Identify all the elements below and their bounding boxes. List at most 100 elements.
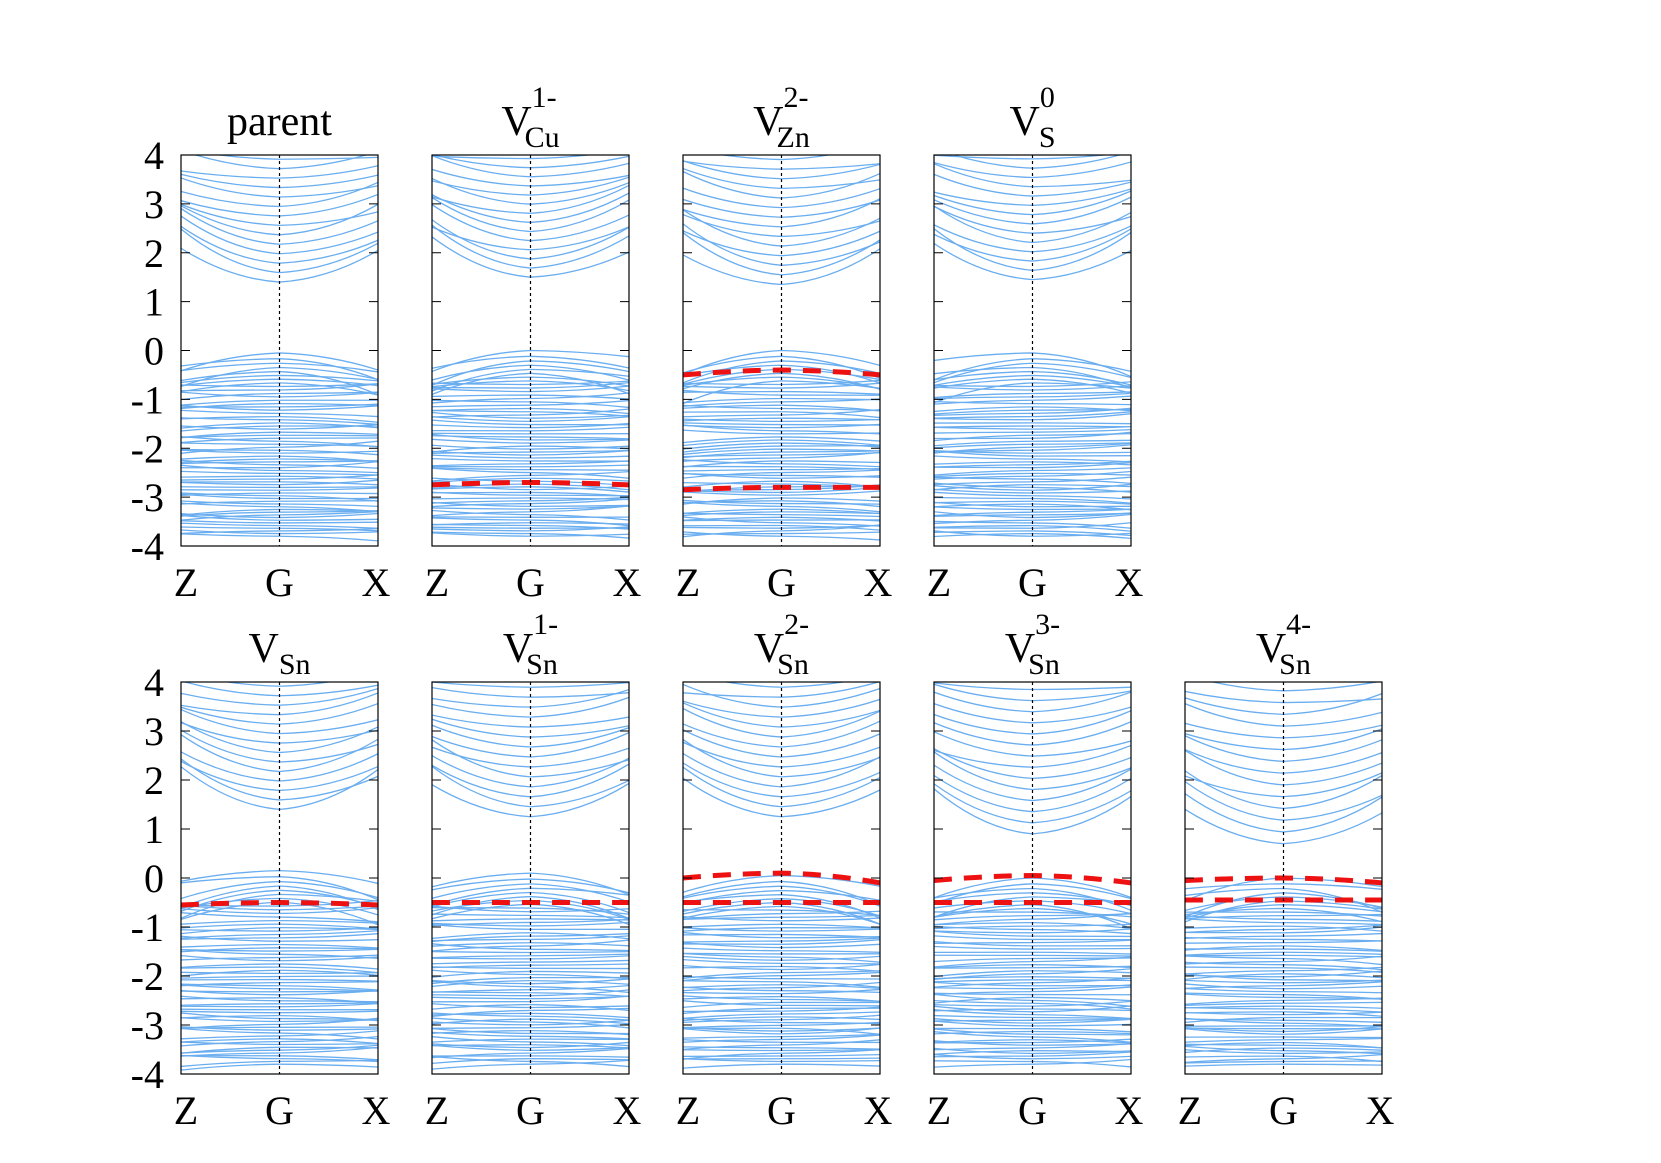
band-line [181, 203, 378, 227]
band-line [934, 1027, 1131, 1033]
band-line [432, 921, 629, 927]
band-line [432, 724, 629, 748]
panel-title-sub: Sn [1028, 648, 1060, 681]
band-line [683, 931, 880, 939]
band-line [432, 1038, 629, 1043]
x-tick-label: Z [676, 1088, 700, 1133]
band-line [934, 425, 1131, 430]
band-line [432, 1041, 629, 1049]
band-line [683, 995, 880, 1002]
band-line [432, 168, 629, 187]
y-tick-label: 4 [144, 660, 164, 705]
band-line [432, 1058, 629, 1065]
y-tick-label: 0 [144, 856, 164, 901]
band-line [934, 710, 1131, 735]
band-line [432, 464, 629, 468]
band-line [934, 411, 1131, 419]
band-line [432, 878, 629, 894]
band-line [432, 532, 629, 537]
band-line [181, 758, 378, 801]
band-line [181, 990, 378, 993]
band-line [181, 954, 378, 961]
band-line [934, 455, 1131, 463]
band-line [432, 932, 629, 940]
band-line [432, 523, 629, 530]
x-tick-label: Z [174, 560, 198, 605]
band-line [1185, 1049, 1382, 1055]
band-line [432, 883, 629, 903]
band-line [683, 682, 880, 698]
band-line [432, 714, 629, 728]
band-line [432, 696, 629, 718]
y-tick-label: -2 [131, 954, 164, 999]
band-line [432, 381, 629, 389]
band-line [683, 1057, 880, 1060]
band-line [181, 1046, 378, 1057]
band-line [181, 533, 378, 542]
band-line [432, 959, 629, 965]
band-line [683, 411, 880, 419]
band-line [432, 526, 629, 532]
band-line [1185, 945, 1382, 952]
band-line [934, 358, 1131, 381]
band-line [432, 155, 594, 160]
band-line [181, 688, 378, 706]
band-line [934, 524, 1131, 532]
band-line [181, 464, 378, 474]
band-lines [683, 682, 880, 1069]
defect-level-line [683, 367, 880, 378]
band-line [181, 165, 378, 179]
band-line [181, 423, 378, 430]
y-tick-label: -1 [131, 905, 164, 950]
band-line [683, 444, 880, 453]
band-line [683, 1000, 880, 1007]
band-line [432, 1017, 629, 1029]
band-line [181, 479, 378, 486]
band-line [934, 1043, 1131, 1051]
x-tick-label: X [362, 560, 391, 605]
band-line [934, 442, 1131, 454]
band-line [1185, 1043, 1382, 1049]
band-line [432, 969, 629, 980]
band-line [934, 190, 1131, 216]
band-line [934, 501, 1131, 508]
band-line [683, 952, 880, 963]
band-line [934, 362, 1131, 384]
band-line [683, 187, 880, 209]
band-line [181, 404, 378, 411]
band-line [432, 409, 629, 417]
band-line [934, 935, 1131, 941]
band-line [1185, 883, 1382, 890]
band-line [683, 472, 880, 479]
y-tick-label: 2 [144, 758, 164, 803]
band-line [181, 904, 378, 911]
band-line [1185, 808, 1382, 845]
band-line [432, 224, 629, 269]
band-line [1185, 1017, 1382, 1028]
band-line [934, 449, 1131, 454]
panel-title-base: V [1256, 626, 1286, 672]
x-tick-label: G [1018, 560, 1047, 605]
band-line [181, 1008, 378, 1011]
band-line [1185, 981, 1382, 990]
panel-title-base: V [503, 626, 533, 672]
band-line [683, 512, 880, 518]
y-tick-label: 3 [144, 182, 164, 227]
x-tick-label: X [1366, 1088, 1395, 1133]
band-line [181, 721, 378, 754]
band-line [934, 374, 1131, 388]
band-line [181, 510, 378, 517]
band-line [934, 1047, 1131, 1055]
panel-title-sup: 4- [1286, 608, 1311, 641]
band-line [222, 682, 333, 687]
band-line [683, 424, 880, 435]
panel-title-sup: 3- [1035, 608, 1060, 641]
panel-title-sup: 1- [533, 608, 558, 641]
band-line [1185, 1037, 1382, 1043]
band-line [1185, 948, 1382, 952]
band-line [432, 765, 629, 808]
band-line [683, 959, 880, 965]
band-line [683, 1017, 880, 1025]
